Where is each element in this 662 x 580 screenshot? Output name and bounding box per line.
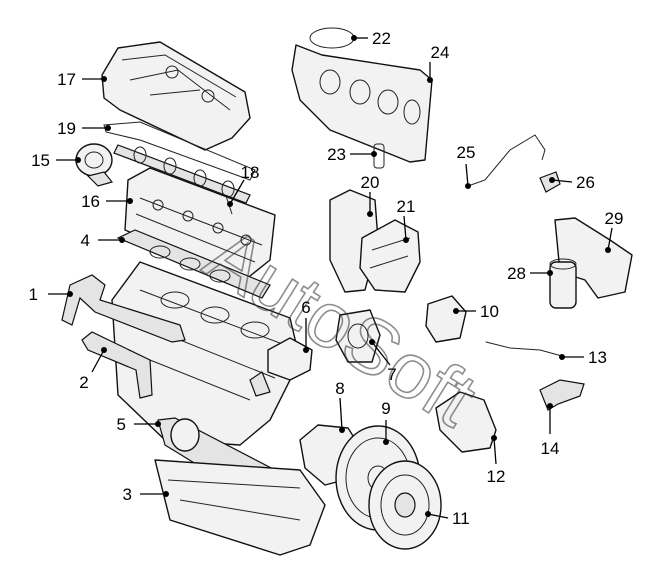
- part-clutch-disc: [368, 460, 442, 550]
- part-o-ring: [309, 27, 355, 49]
- part-hose: [485, 341, 563, 357]
- part-water-pipe: [61, 274, 186, 343]
- callout-26: 26: [576, 173, 595, 192]
- callout-13: 13: [588, 348, 607, 367]
- part-water-pump: [335, 309, 381, 363]
- part-engine-block: [111, 261, 301, 446]
- callout-7: 7: [387, 365, 396, 384]
- part-camshaft: [113, 144, 251, 204]
- callout-29: 29: [605, 209, 624, 228]
- part-cover-gasket: [103, 121, 256, 181]
- part-oil-pan: [154, 459, 326, 556]
- part-mount-block: [425, 295, 467, 343]
- part-fuel-line: [467, 134, 546, 187]
- part-intake-manifold: [291, 44, 433, 163]
- callout-4: 4: [81, 231, 90, 250]
- callout-20: 20: [361, 173, 380, 192]
- part-cam-pulley: [75, 143, 114, 187]
- callout-21: 21: [397, 197, 416, 216]
- callout-labels: 1 2 3 4 5 6 7 8 9 10 11 12 13 14 15 16 1…: [29, 29, 624, 528]
- part-head-gasket: [116, 229, 271, 299]
- callout-17: 17: [57, 70, 76, 89]
- callout-22: 22: [372, 29, 391, 48]
- part-thermostat-housing: [249, 337, 313, 397]
- callout-23: 23: [327, 145, 346, 164]
- part-fuel-filter: [549, 258, 577, 309]
- callout-15: 15: [31, 151, 50, 170]
- callout-10: 10: [480, 302, 499, 321]
- callout-6: 6: [301, 298, 310, 317]
- callout-14: 14: [541, 439, 560, 458]
- part-coolant-pipe: [81, 331, 153, 399]
- callout-12: 12: [487, 467, 506, 486]
- callout-28: 28: [507, 264, 526, 283]
- callout-9: 9: [381, 399, 390, 418]
- callout-5: 5: [117, 415, 126, 434]
- callout-18: 18: [241, 163, 260, 182]
- callout-25: 25: [457, 143, 476, 162]
- callout-1: 1: [29, 285, 38, 304]
- callout-19: 19: [57, 119, 76, 138]
- callout-24: 24: [431, 43, 450, 62]
- callout-3: 3: [123, 485, 132, 504]
- callout-16: 16: [81, 192, 100, 211]
- part-valve-cover: [101, 41, 251, 151]
- callout-11: 11: [452, 509, 470, 528]
- part-cylinder-head: [124, 167, 276, 281]
- callout-2: 2: [79, 373, 88, 392]
- callout-8: 8: [335, 379, 344, 398]
- leader-lines: [48, 35, 613, 519]
- part-switch: [539, 379, 585, 411]
